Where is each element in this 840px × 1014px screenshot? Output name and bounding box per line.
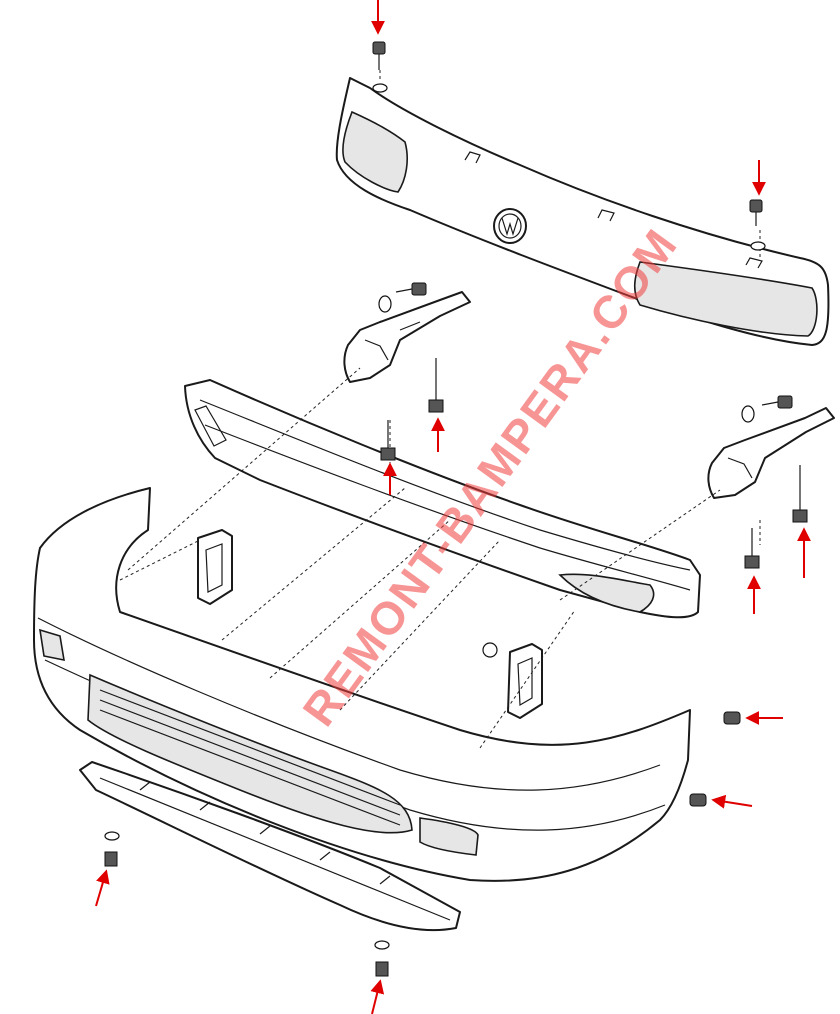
screw-icon <box>104 851 118 867</box>
arrow-icon <box>711 794 753 809</box>
screw-icon <box>380 447 396 461</box>
fastener-arrows <box>95 0 811 1014</box>
screw-icon <box>792 509 808 523</box>
right-bumper-guide <box>482 642 543 719</box>
clip-icon <box>723 711 741 725</box>
left-bumper-guide <box>197 529 233 605</box>
screw-icon <box>744 555 760 569</box>
lower-splash-shield <box>79 761 461 932</box>
bolt-icon <box>749 199 763 213</box>
arrow-icon <box>370 979 385 1014</box>
clip-icon <box>689 793 707 807</box>
grille-panel <box>335 77 830 346</box>
screw-icon <box>428 399 444 413</box>
fasteners <box>104 41 808 977</box>
front-bumper-cover <box>33 487 691 882</box>
screw-icon <box>375 961 389 977</box>
left-bumper-bracket <box>343 291 471 383</box>
right-bumper-bracket <box>707 407 835 499</box>
bumper-reinforcement-beam <box>184 379 701 619</box>
bolt-icon <box>411 282 427 296</box>
arrow-icon <box>95 869 110 907</box>
bolt-icon <box>372 41 386 55</box>
bolt-icon <box>777 395 793 409</box>
